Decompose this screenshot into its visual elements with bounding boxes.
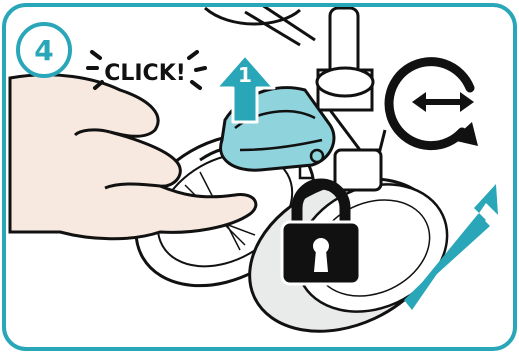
step-number: 4 (34, 34, 53, 67)
step-badge: 4 (18, 24, 70, 76)
arrow-number-label: 1 (238, 63, 252, 87)
click-text: CLICK! (104, 61, 186, 86)
